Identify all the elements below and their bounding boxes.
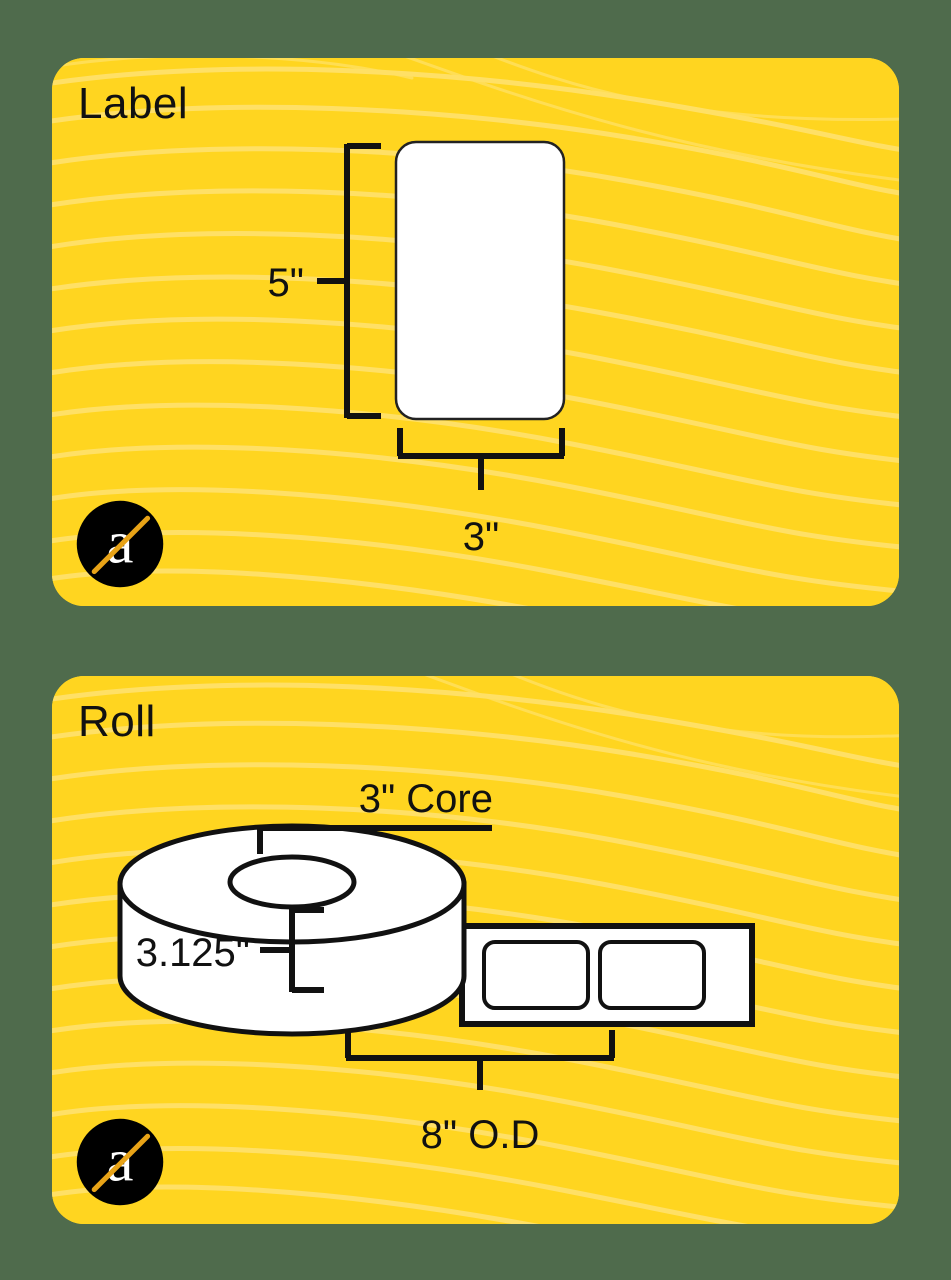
strip-label-2 <box>598 940 706 1010</box>
panel-title-label: Label <box>78 79 189 128</box>
logo-slash-icon <box>91 515 151 575</box>
roll-width-dimension-text: 3.125" <box>136 931 250 975</box>
panel-title-roll: Roll <box>78 697 156 746</box>
label-panel-content: Label 5" 3" <box>52 58 899 606</box>
width-dimension-bracket <box>397 428 565 490</box>
logo-slash-icon <box>91 1133 151 1193</box>
height-dimension-text: 5" <box>268 261 304 305</box>
roll-panel: Roll 3" Core <box>52 676 899 1224</box>
outer-diameter-dimension-bracket <box>345 1030 615 1090</box>
label-shape <box>394 140 566 421</box>
width-dimension-text: 3" <box>463 515 499 559</box>
core-dimension-leader <box>257 825 492 854</box>
label-panel: Label 5" 3" <box>52 58 899 606</box>
roll-panel-content: Roll 3" Core <box>52 676 899 1224</box>
strip-label-1 <box>482 940 590 1010</box>
roll-core-hole <box>227 854 357 910</box>
brand-logo-label-panel: a <box>76 500 164 588</box>
height-dimension-bracket <box>317 143 381 419</box>
brand-logo-roll-panel: a <box>76 1118 164 1206</box>
outer-diameter-dimension-text: 8" O.D <box>421 1113 540 1157</box>
label-strip <box>459 923 755 1027</box>
roll-width-dimension-bracket <box>260 907 324 993</box>
core-dimension-text: 3" Core <box>359 777 493 821</box>
roll-diagram: 3" Core 3.125" 8" O.D <box>117 777 755 1157</box>
label-diagram: 5" 3" <box>268 140 566 559</box>
